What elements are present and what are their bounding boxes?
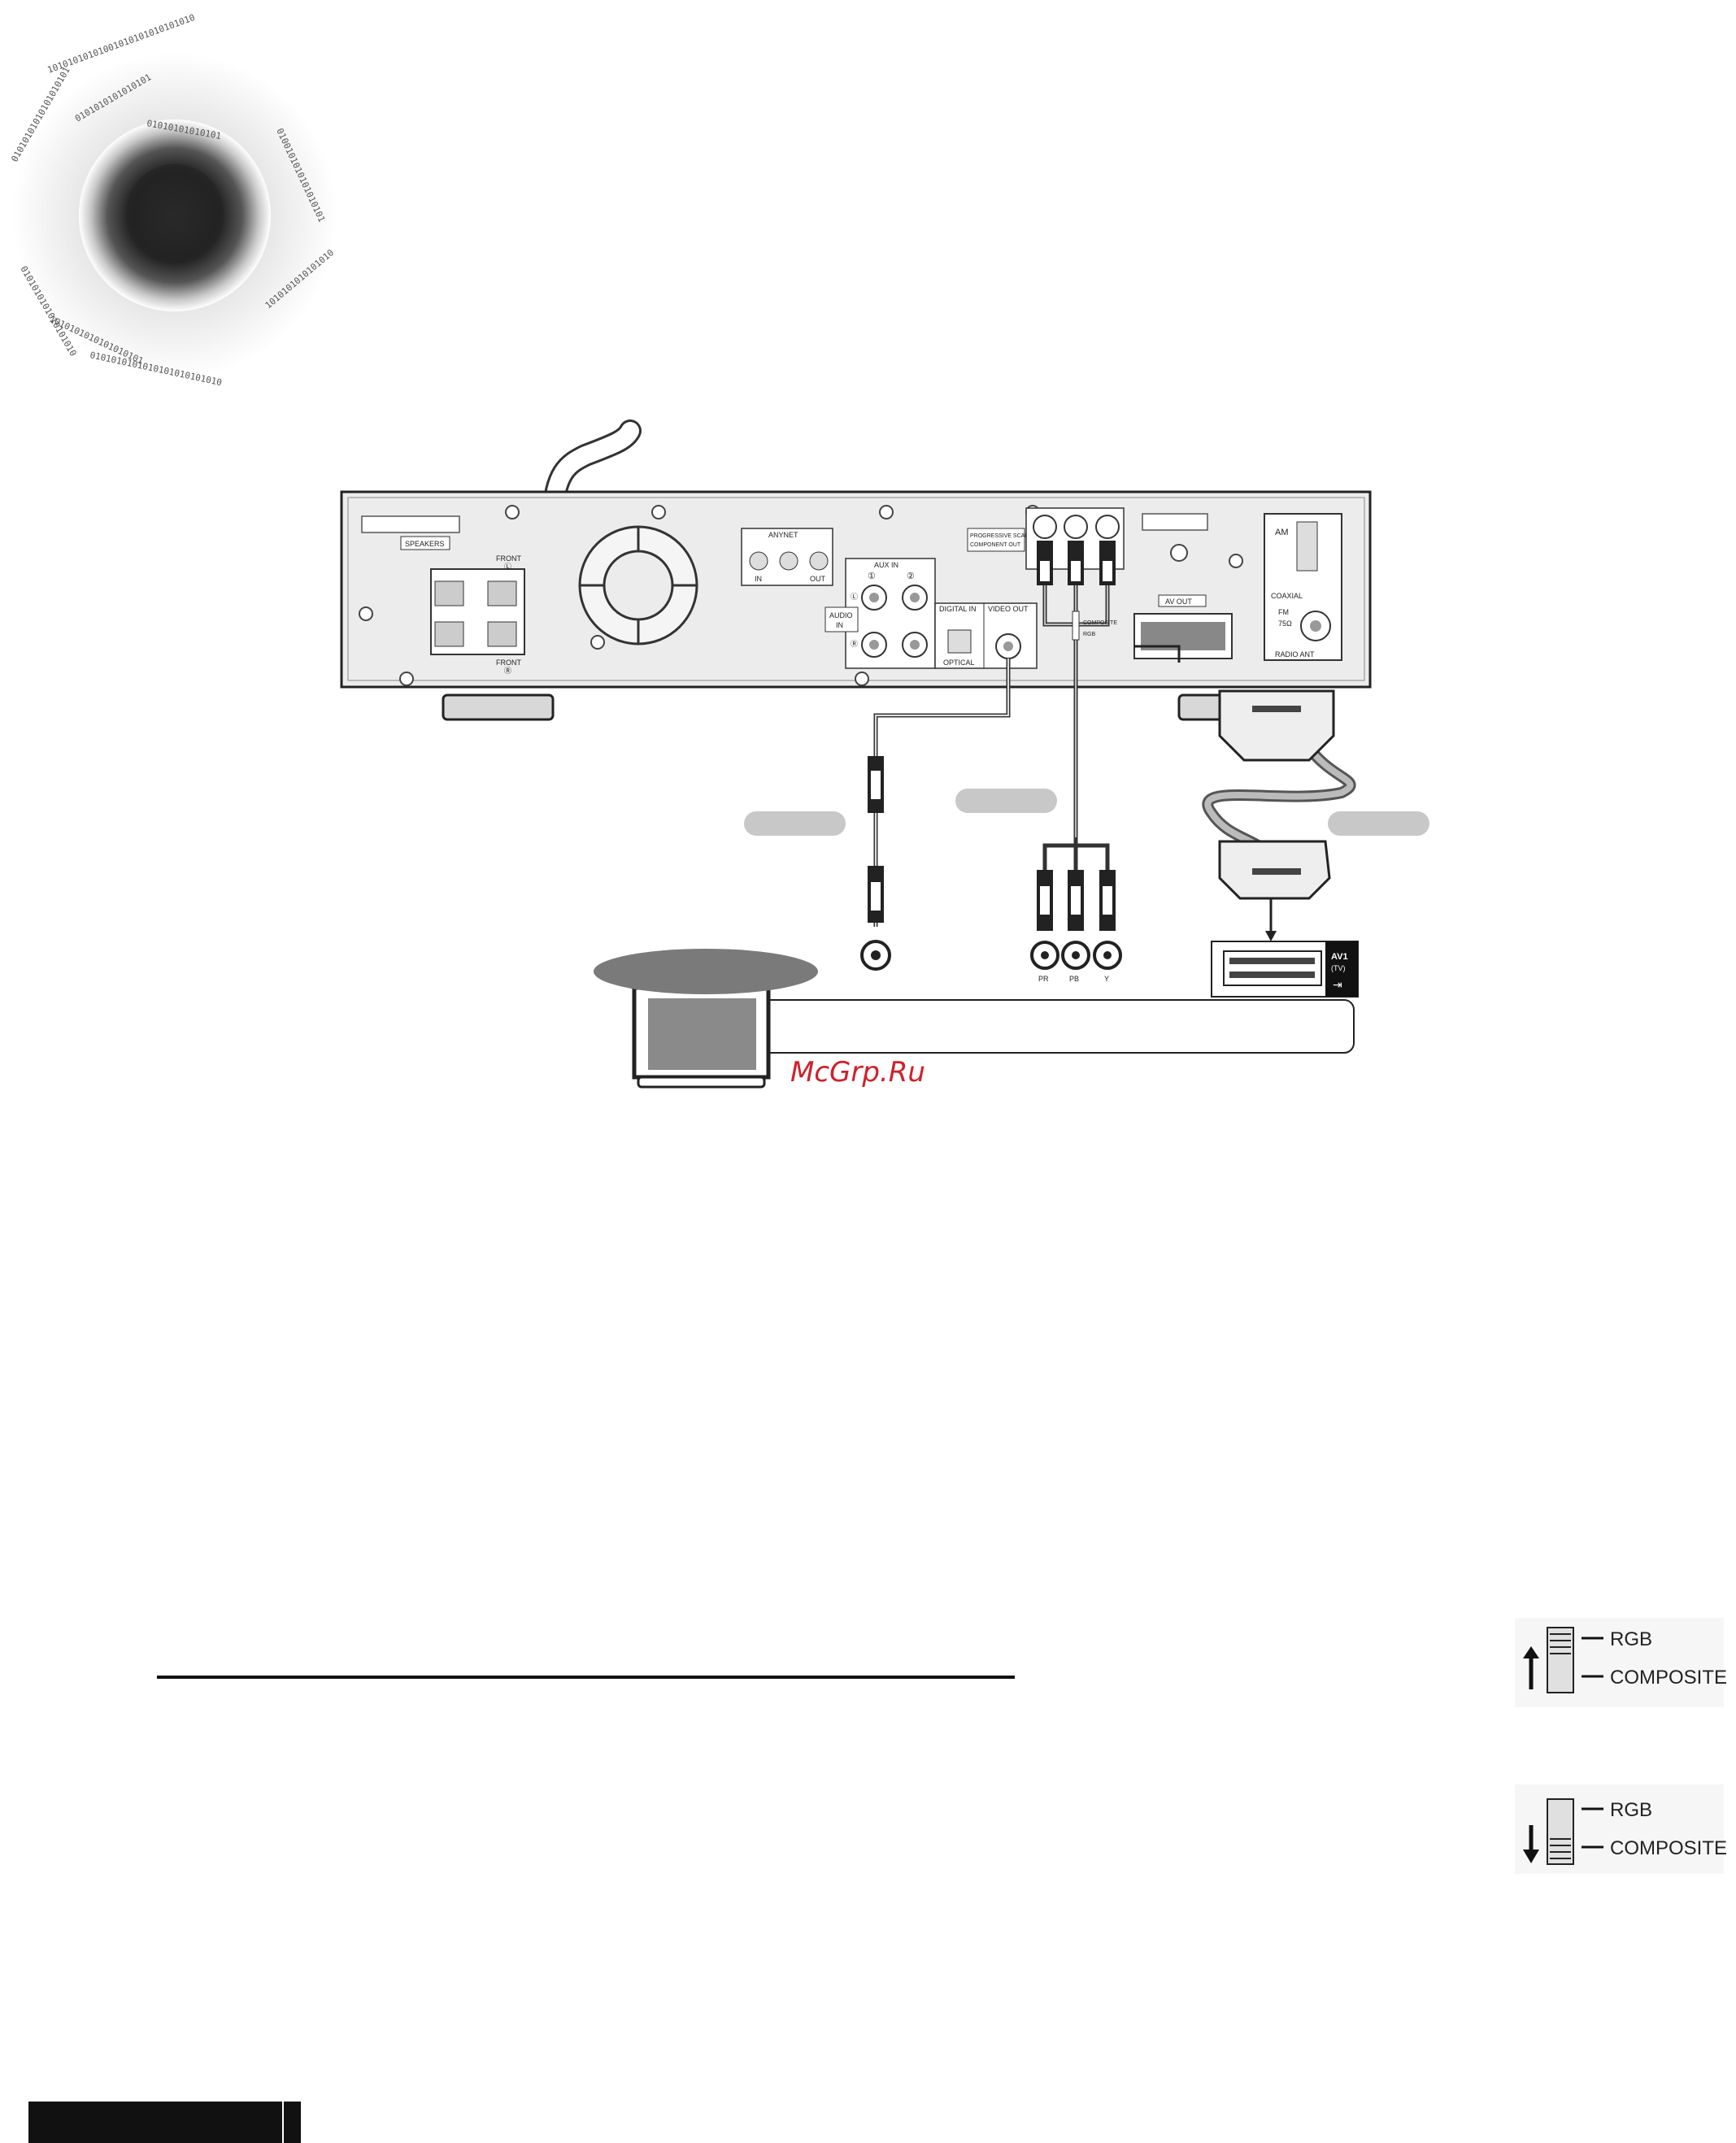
svg-text:①: ① <box>868 572 876 581</box>
switch-rgb-position: RGB COMPOSITE <box>1515 1618 1727 1707</box>
svg-text:AV1: AV1 <box>1331 952 1348 962</box>
front-l-label: FRONT <box>496 554 521 563</box>
svg-text:DIGITAL IN: DIGITAL IN <box>939 605 977 613</box>
svg-text:COMPOSITE: COMPOSITE <box>1083 620 1117 626</box>
svg-text:RADIO ANT: RADIO ANT <box>1275 650 1315 659</box>
cable-label-pill-component <box>955 789 1057 813</box>
svg-text:RGB: RGB <box>1610 1628 1652 1650</box>
svg-text:Ⓛ: Ⓛ <box>504 563 511 571</box>
page-number-tab <box>28 2102 301 2143</box>
svg-text:Ⓡ: Ⓡ <box>504 667 511 675</box>
front-r-label: FRONT <box>496 659 521 667</box>
cable-label-pill-video <box>744 811 846 836</box>
watermark-text: McGrp.Ru <box>790 1056 925 1089</box>
svg-text:75Ω: 75Ω <box>1278 619 1292 628</box>
radio-antenna-panel: AM COAXIAL FM 75Ω RADIO ANT <box>1264 513 1342 661</box>
anynet-label: ANYNET <box>768 531 798 539</box>
svg-text:AUX IN: AUX IN <box>874 561 898 569</box>
svg-text:Y: Y <box>1104 975 1109 983</box>
svg-text:PB: PB <box>1069 975 1079 983</box>
switch-composite-position: RGB COMPOSITE <box>1515 1784 1727 1874</box>
svg-text:PR: PR <box>1038 975 1049 983</box>
svg-text:RGB: RGB <box>1610 1799 1652 1821</box>
svg-text:IN: IN <box>755 575 762 583</box>
svg-text:COMPONENT OUT: COMPONENT OUT <box>970 542 1021 548</box>
anynet-panel: ANYNET IN OUT <box>741 528 833 586</box>
svg-text:COMPOSITE: COMPOSITE <box>1610 1667 1727 1689</box>
component-cable: PR PB Y <box>1030 837 1122 983</box>
svg-text:AV OUT: AV OUT <box>1165 598 1192 606</box>
digital-video-panel: DIGITAL IN VIDEO OUT OPTICAL <box>934 602 1038 669</box>
svg-text:Ⓡ: Ⓡ <box>851 640 858 648</box>
svg-text:AUDIO: AUDIO <box>829 611 853 619</box>
svg-text:FM: FM <box>1278 608 1289 616</box>
cable-label-pill-scart <box>1328 811 1429 836</box>
scart-cable <box>1134 645 1356 941</box>
input-arrow-icon: ⇥ <box>1333 979 1342 992</box>
svg-text:Ⓛ: Ⓛ <box>851 593 858 601</box>
av-out-scart: AV OUT <box>1133 544 1233 659</box>
svg-text:OPTICAL: OPTICAL <box>943 659 975 667</box>
svg-text:PROGRESSIVE SCAN: PROGRESSIVE SCAN <box>970 533 1029 539</box>
svg-text:COAXIAL: COAXIAL <box>1271 592 1303 600</box>
svg-text:COMPOSITE: COMPOSITE <box>1610 1837 1727 1859</box>
svg-text:(TV): (TV) <box>1331 964 1346 972</box>
speaker-logo: 10101010101001010101010101010 0101010101… <box>9 12 337 388</box>
svg-text:OUT: OUT <box>810 575 826 583</box>
television-icon <box>594 949 1355 1089</box>
speakers-label: SPEAKERS <box>405 540 445 548</box>
cooling-fan <box>578 525 698 646</box>
speaker-terminals: SPEAKERS FRONT Ⓛ FRONT Ⓡ <box>400 536 525 675</box>
svg-text:VIDEO OUT: VIDEO OUT <box>988 605 1029 613</box>
svg-text:②: ② <box>907 572 915 581</box>
svg-text:IN: IN <box>836 621 843 629</box>
tv-scart-input: AV1 (TV) ⇥ <box>1211 941 1359 998</box>
svg-text:AM: AM <box>1275 528 1289 537</box>
svg-text:RGB: RGB <box>1083 632 1096 637</box>
aux-in-panel: AUX IN ① ② AUDIO IN Ⓛ Ⓡ <box>824 558 936 669</box>
component-out-panel: PROGRESSIVE SCAN COMPONENT OUT COMPOSITE… <box>967 507 1125 837</box>
video-cable <box>860 659 1011 971</box>
